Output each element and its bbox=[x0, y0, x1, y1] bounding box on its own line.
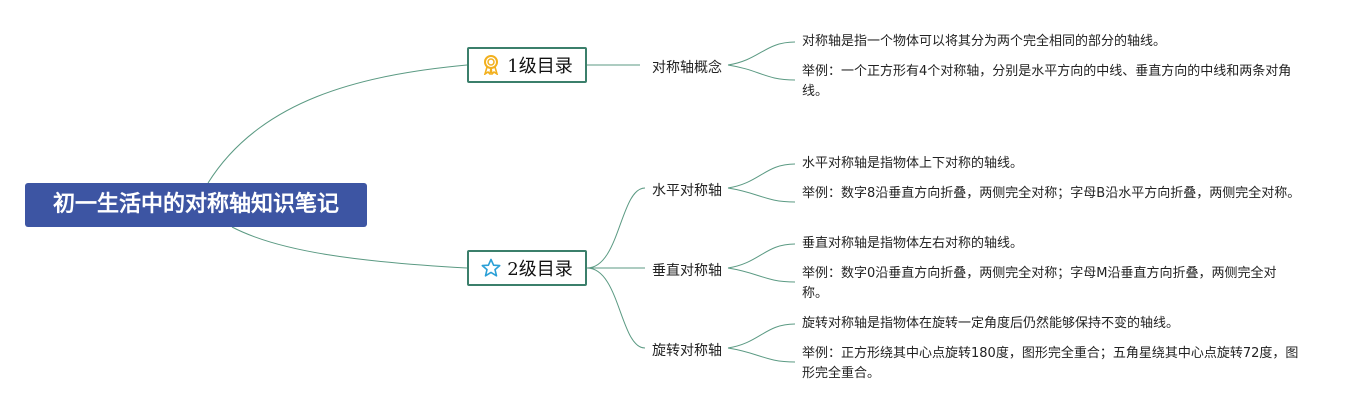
leaf-example[interactable]: 举例：数字8沿垂直方向折叠，两侧完全对称；字母B沿水平方向折叠，两侧完全对称。 bbox=[802, 186, 1301, 201]
root-topic[interactable]: 初一生活中的对称轴知识笔记 bbox=[25, 183, 367, 227]
topic-symmetry-axis-concept[interactable]: 对称轴概念 bbox=[652, 60, 722, 76]
branch-label: 2级目录 bbox=[507, 259, 573, 280]
topic-vertical-axis[interactable]: 垂直对称轴 bbox=[652, 263, 722, 279]
leaf-definition[interactable]: 水平对称轴是指物体上下对称的轴线。 bbox=[802, 156, 1024, 171]
award-ribbon-icon bbox=[481, 55, 501, 76]
star-outline-icon bbox=[481, 258, 501, 278]
branch-level-1[interactable]: 1级目录 bbox=[467, 47, 587, 83]
branch-level-2[interactable]: 2级目录 bbox=[467, 250, 587, 286]
leaf-definition[interactable]: 对称轴是指一个物体可以将其分为两个完全相同的部分的轴线。 bbox=[802, 34, 1167, 49]
topic-rotational-axis[interactable]: 旋转对称轴 bbox=[652, 343, 722, 359]
leaf-example[interactable]: 举例：数字0沿垂直方向折叠，两侧完全对称；字母M沿垂直方向折叠，两侧完全对称。 bbox=[802, 266, 1277, 301]
topic-horizontal-axis[interactable]: 水平对称轴 bbox=[652, 183, 722, 199]
leaf-definition[interactable]: 旋转对称轴是指物体在旋转一定角度后仍然能够保持不变的轴线。 bbox=[802, 316, 1180, 331]
branch-label: 1级目录 bbox=[507, 56, 573, 77]
leaf-example[interactable]: 举例：正方形绕其中心点旋转180度，图形完全重合；五角星绕其中心点旋转72度，图… bbox=[802, 346, 1299, 381]
leaf-definition[interactable]: 垂直对称轴是指物体左右对称的轴线。 bbox=[802, 236, 1024, 251]
leaf-example[interactable]: 举例：一个正方形有4个对称轴，分别是水平方向的中线、垂直方向的中线和两条对角线。 bbox=[802, 64, 1292, 99]
